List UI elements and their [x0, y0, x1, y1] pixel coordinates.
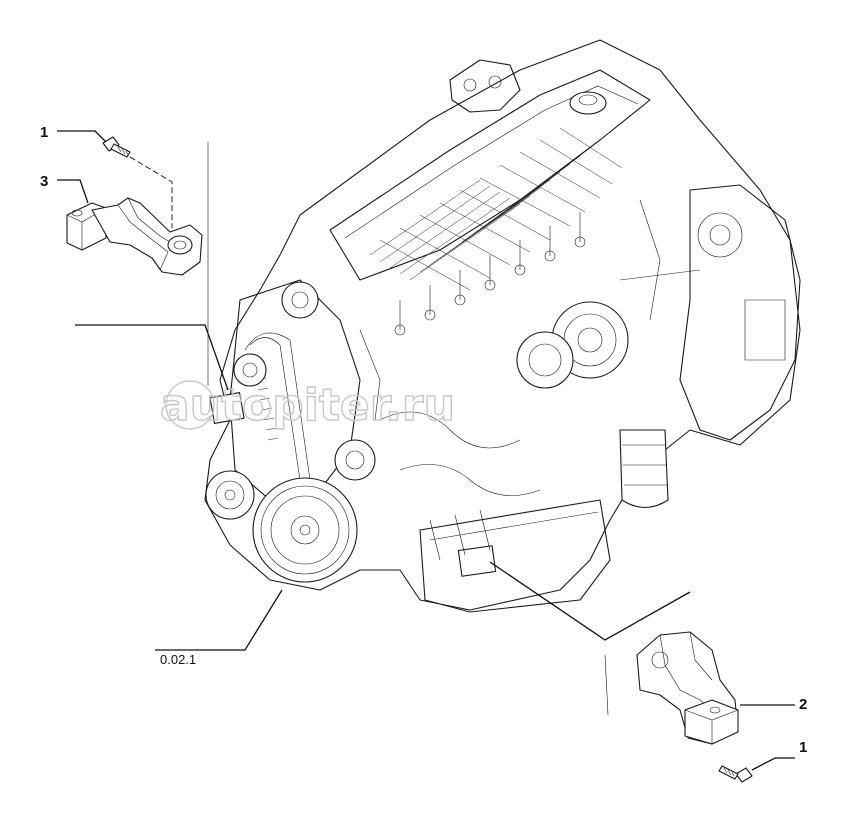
part-bolt-lower — [718, 765, 753, 783]
watermark-text: autopiter.ru — [160, 380, 455, 431]
leader-lines — [57, 130, 795, 771]
part-bolt-upper — [102, 136, 131, 158]
callout-label-1-lower: 1 — [799, 739, 807, 756]
callout-label-2: 2 — [799, 696, 807, 713]
reference-label: 0.02.1 — [160, 652, 196, 667]
part-bracket-left — [66, 197, 203, 276]
part-bracket-right — [636, 631, 739, 745]
watermark-logo — [165, 380, 215, 430]
callout-label-1: 1 — [40, 124, 48, 141]
engine-assembly — [204, 39, 801, 613]
callout-label-3: 3 — [40, 173, 48, 190]
